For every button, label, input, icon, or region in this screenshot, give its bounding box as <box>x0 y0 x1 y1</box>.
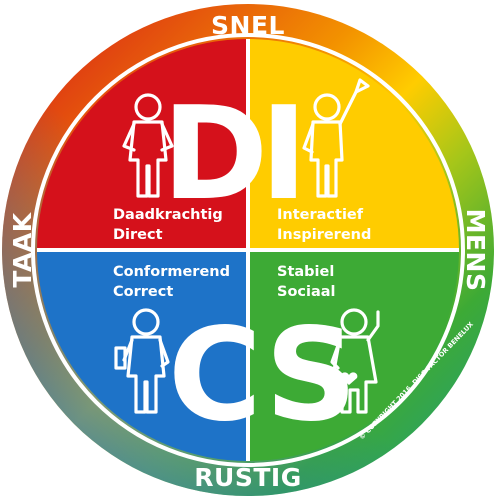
quadrant-c-line1: Conformerend <box>113 264 230 280</box>
ring-label-right: MENS <box>461 209 490 292</box>
quadrant-s <box>248 250 459 461</box>
influencer-figure-icon <box>302 78 370 198</box>
dominant-figure-icon <box>122 93 174 198</box>
quadrant-i-line2: Inspirerend <box>277 227 371 243</box>
heart-icon <box>340 372 358 385</box>
ring-label-left: TAAK <box>8 211 37 287</box>
quadrants <box>37 39 459 461</box>
quadrant-i-content: I Interactief Inspirerend <box>260 78 371 243</box>
quadrant-d <box>37 39 248 250</box>
quadrant-i-line1: Interactief <box>277 207 364 223</box>
letter-d: D <box>162 80 268 229</box>
quadrant-s-line2: Sociaal <box>277 284 336 300</box>
quadrant-i <box>248 39 459 250</box>
quadrant-c <box>37 250 248 461</box>
quadrant-d-line2: Direct <box>113 227 163 243</box>
ring-label-bottom: RUSTIG <box>194 463 301 492</box>
quadrant-s-content: Stabiel Sociaal S <box>265 264 380 450</box>
conscientious-figure-icon <box>114 308 170 414</box>
quadrant-c-line2: Correct <box>113 284 173 300</box>
letter-c: C <box>168 301 262 450</box>
quadrant-d-content: D Daadkrachtig Direct <box>113 80 268 243</box>
quadrant-s-line1: Stabiel <box>277 264 334 280</box>
ring-divider <box>31 33 465 467</box>
ring-label-top: SNEL <box>211 11 285 40</box>
letter-i: I <box>260 80 308 229</box>
steady-figure-icon <box>330 308 380 414</box>
quadrant-d-line1: Daadkrachtig <box>113 207 223 223</box>
quadrant-c-content: Conformerend Correct C <box>113 264 262 450</box>
